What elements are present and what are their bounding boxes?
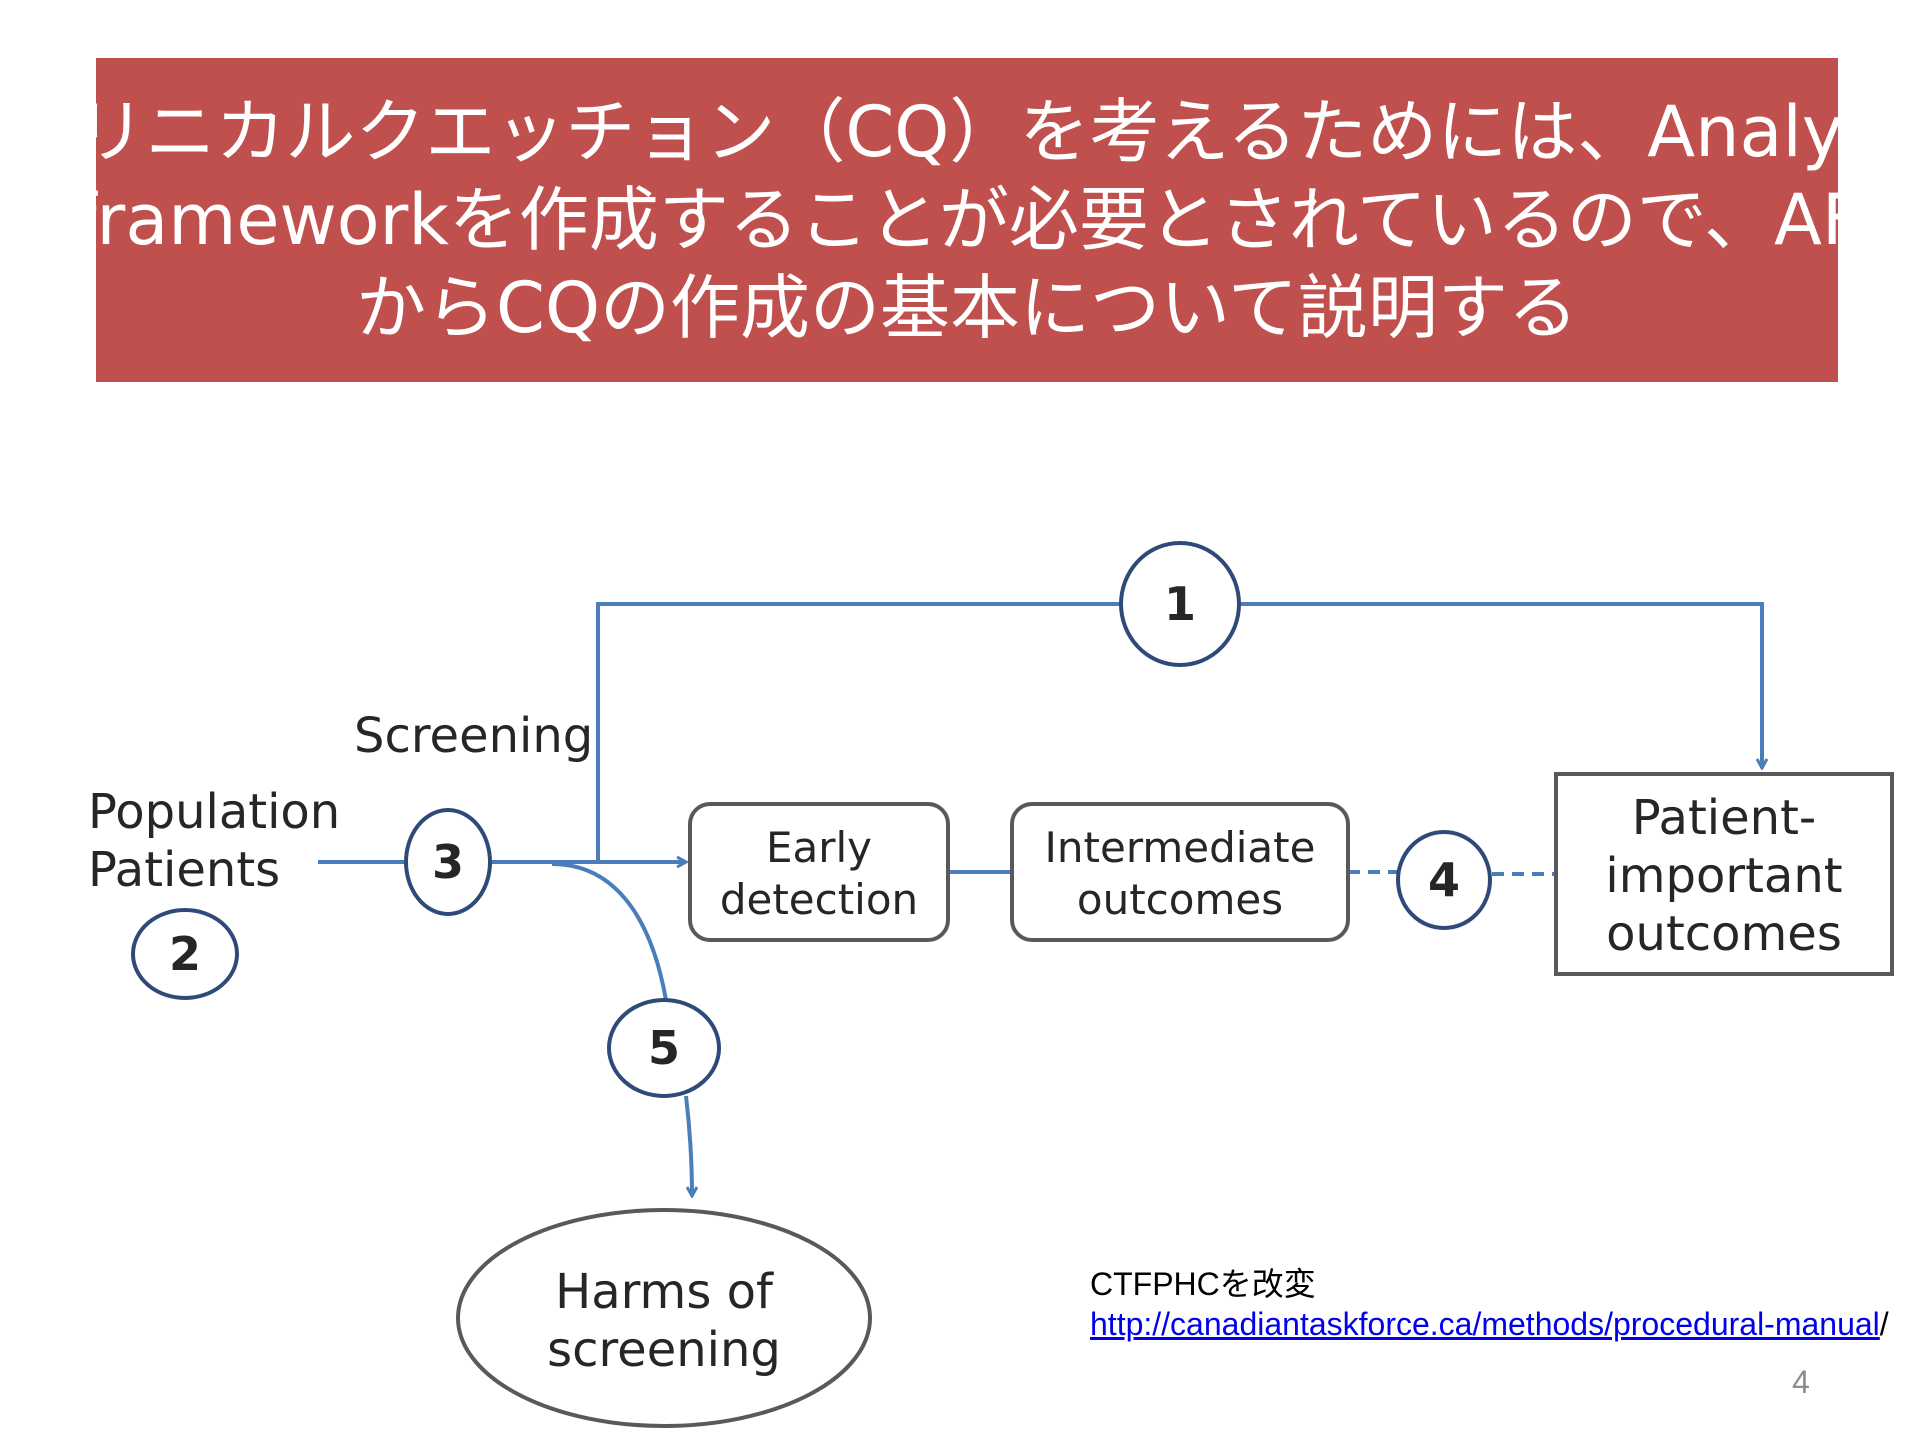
title-line-2: frameworkを作成することが必要とされているので、AF (71, 179, 1863, 261)
citation-link-wrapper: http://canadiantaskforce.ca/methods/proc… (1090, 1304, 1890, 1344)
circle-1-number: 1 (1164, 577, 1196, 631)
harms-arrow (684, 1095, 692, 1196)
early-detection-box (688, 802, 950, 942)
circle-5 (607, 998, 721, 1098)
intermediate-outcomes-label-line1: Intermediate (1045, 823, 1316, 872)
screening-label: Screening (354, 708, 593, 764)
harms-of-screening-ellipse (456, 1208, 872, 1428)
harms-label-line2: screening (547, 1322, 781, 1378)
intermediate-outcomes-box (1010, 802, 1350, 942)
citation: CTFPHCを改変 http://canadiantaskforce.ca/me… (1090, 1264, 1890, 1344)
citation-link[interactable]: http://canadiantaskforce.ca/methods/proc… (1090, 1306, 1880, 1342)
patients-label: Patients (88, 842, 280, 898)
title-line-1: クリニカルクエッチョン（CQ）を考えるためには、Analytic (5, 91, 1920, 173)
circle-1 (1119, 541, 1241, 667)
population-label: Population (88, 784, 340, 840)
circle-2-number: 2 (169, 927, 201, 981)
harms-label-line1: Harms of (555, 1264, 774, 1320)
patient-important-label-line1: Patient- (1632, 790, 1816, 846)
slide-title: クリニカルクエッチョン（CQ）を考えるためには、Analytic framewo… (0, 88, 1920, 352)
circle-5-number: 5 (648, 1021, 680, 1075)
circle-2 (131, 908, 239, 1000)
circle-3 (404, 808, 492, 916)
early-detection-label-line1: Early (766, 823, 872, 872)
patient-important-outcomes-box (1554, 772, 1894, 976)
patient-important-label-line3: outcomes (1606, 906, 1842, 962)
title-line-3: からCQの作成の基本について説明する (356, 267, 1578, 349)
harms-curve (551, 862, 668, 1001)
patient-important-label-line2: important (1605, 848, 1842, 904)
page-number: 4 (1792, 1364, 1810, 1400)
early-detection-label-line2: detection (720, 875, 918, 924)
intermediate-outcomes-label-line2: outcomes (1077, 875, 1283, 924)
title-banner: クリニカルクエッチョン（CQ）を考えるためには、Analytic framewo… (5, 58, 1920, 382)
circle-4-number: 4 (1428, 853, 1460, 907)
circle-4 (1396, 830, 1492, 930)
circle-3-number: 3 (432, 835, 464, 889)
citation-trailing: / (1879, 1306, 1889, 1342)
citation-source: CTFPHCを改変 (1090, 1266, 1316, 1302)
